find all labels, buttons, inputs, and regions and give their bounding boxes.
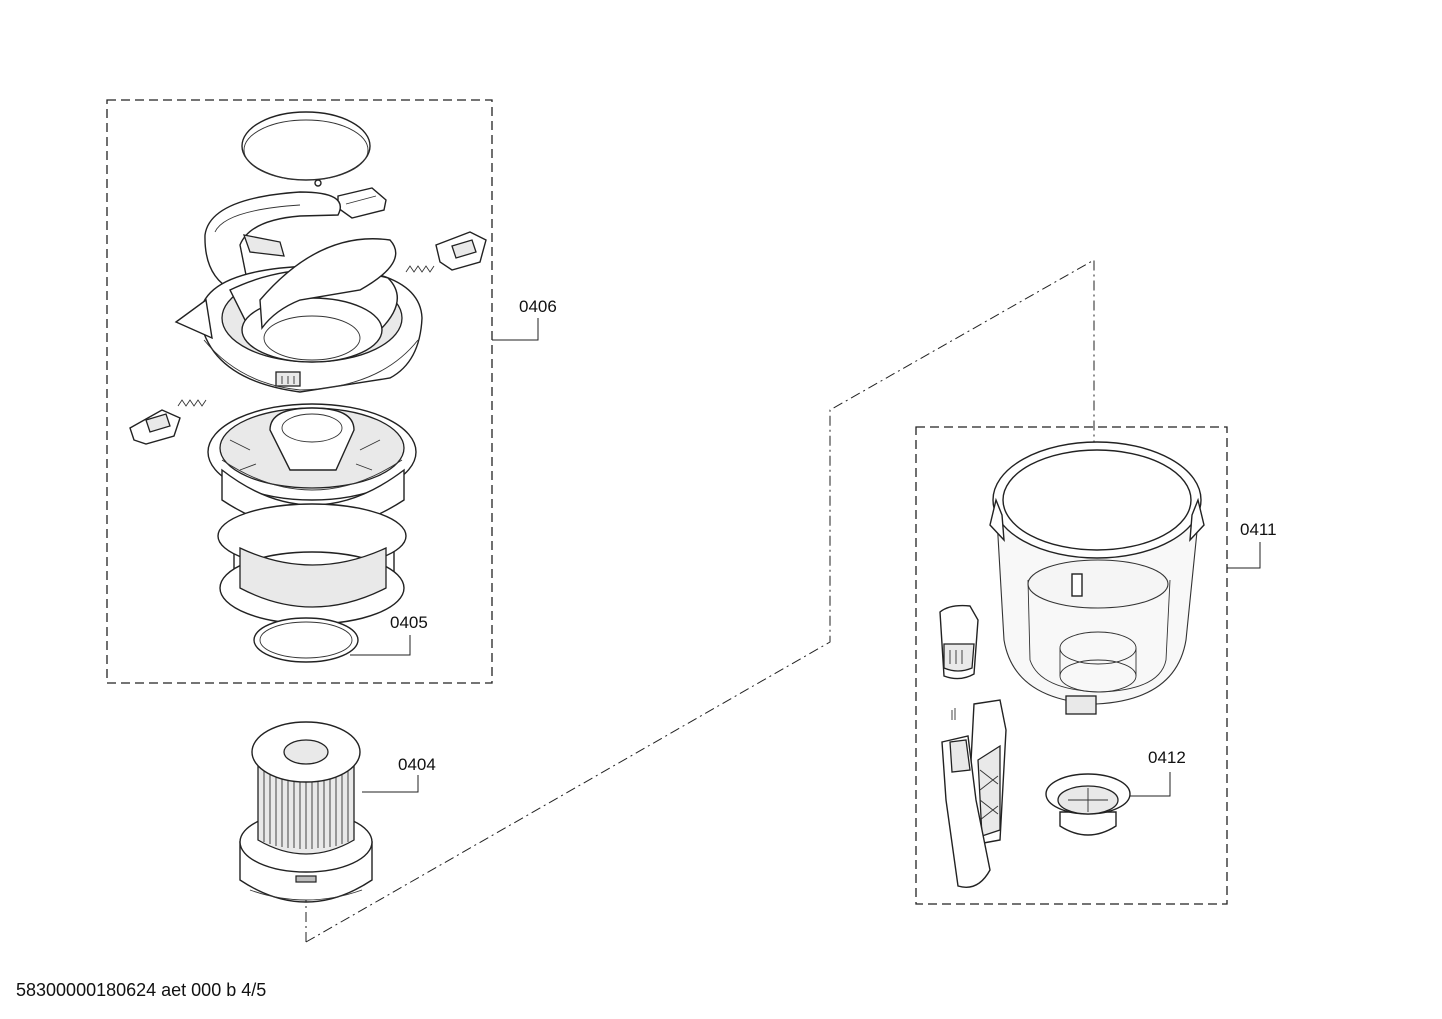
part-upper-ring [204,191,341,291]
part-clip-left [129,409,181,445]
part-handle [941,699,1007,888]
callout-0404: 0404 [398,755,436,774]
group-frame-0411 [915,426,1228,905]
part-cyclone-housing [174,238,423,393]
part-latch-top [337,187,387,219]
part-dust-container [989,441,1205,715]
callout-0412: 0412 [1148,748,1186,767]
group-frame-0406 [106,99,493,684]
leader-0406 [492,318,539,341]
leader-0412 [1130,772,1171,797]
leader-0404 [362,775,419,793]
part-cartridge-filter-0404 [239,721,373,903]
callout-0405: 0405 [390,613,428,632]
part-top-disc [241,111,371,187]
callout-0411: 0411 [1240,520,1277,539]
part-small-insert [939,604,979,680]
document-id: 58300000180624 aet 000 b 4/5 [16,980,267,1000]
part-mesh-filter [217,468,407,625]
part-clip-right [435,231,487,271]
connection-line [305,259,1095,943]
part-spring-left [177,399,207,407]
part-spring-right [405,265,435,273]
leader-0405 [350,635,411,656]
callout-0406: 0406 [519,297,557,316]
part-filter-cone-0412 [1045,773,1131,836]
part-seal-0405 [253,617,359,663]
part-grille-ring [207,403,417,501]
leader-0411 [1227,542,1261,569]
